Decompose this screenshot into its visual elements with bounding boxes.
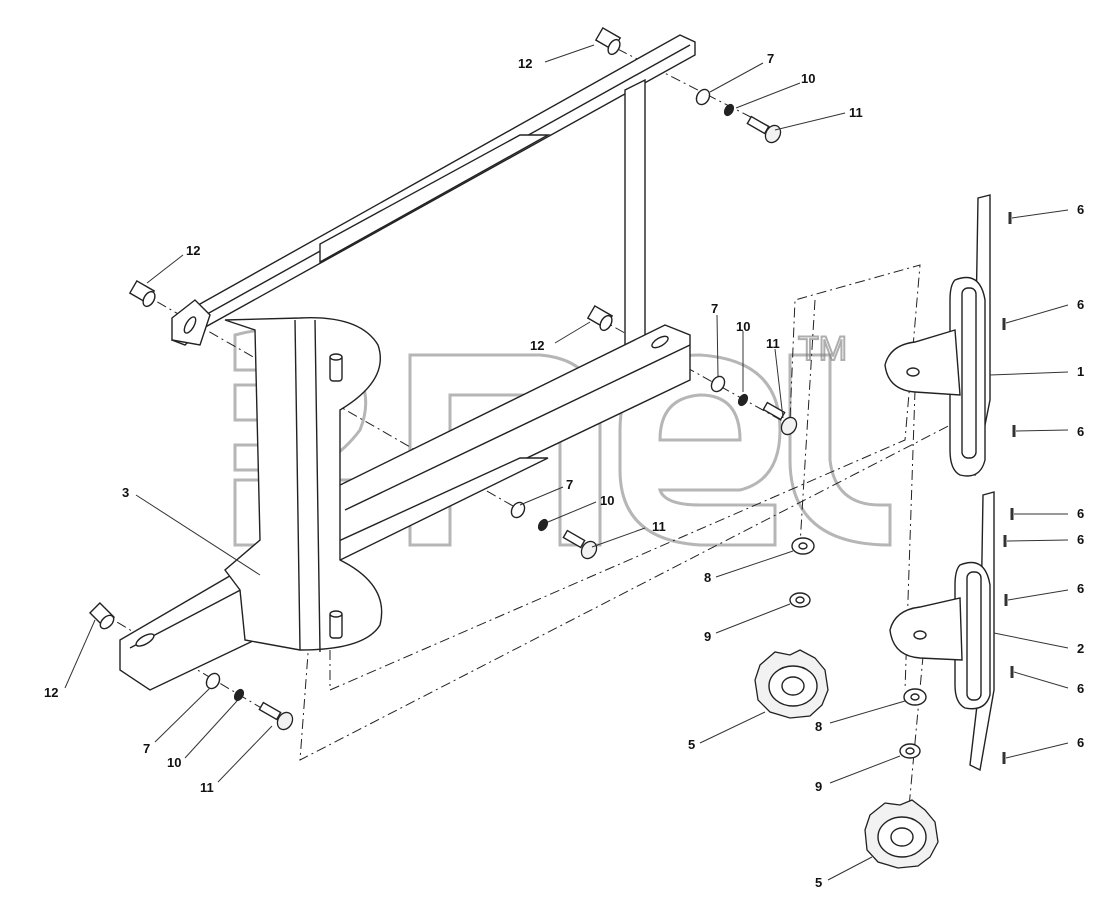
callout-label: 12: [186, 243, 200, 258]
rivet-nut-12-top: [594, 26, 622, 56]
bracket-frame: [119, 34, 696, 691]
callout-label: 12: [530, 338, 544, 353]
callout-label: 6: [1077, 735, 1084, 750]
knob-5-lower: [864, 799, 939, 869]
callout-label: 2: [1077, 641, 1084, 656]
callout-label: 12: [44, 685, 58, 700]
callout-label: 10: [167, 755, 181, 770]
callout-label: 6: [1077, 202, 1084, 217]
leader-lines: [64, 44, 1069, 881]
rivet-nut-12-mid: [586, 304, 614, 332]
callout-label: 9: [815, 779, 822, 794]
hardware: [88, 26, 927, 759]
rivet-nut-12-left: [128, 279, 156, 308]
callout-label: 8: [704, 570, 711, 585]
callout-label: 10: [801, 71, 815, 86]
rivet-nut-12-bottom: [88, 601, 116, 630]
callout-label: 6: [1077, 297, 1084, 312]
bolt-11-b: [762, 401, 798, 436]
hinge-plate-2: [889, 491, 995, 772]
callout-label: 1: [1077, 364, 1084, 379]
callout-label: 6: [1077, 581, 1084, 596]
callout-label: 6: [1077, 506, 1084, 521]
callout-label: 5: [688, 737, 695, 752]
callout-labels: 12 7 10 11 12 12 7 10 11 3 7 10 11 12 7 …: [44, 51, 1084, 890]
callout-label: 6: [1077, 532, 1084, 547]
callout-label: 11: [849, 105, 863, 120]
bolt-11-d: [258, 701, 294, 731]
callout-label: 7: [767, 51, 774, 66]
callout-label: 8: [815, 719, 822, 734]
callout-label: 3: [122, 485, 129, 500]
watermark-tm: TM: [798, 330, 847, 368]
pins-6: [1002, 212, 1016, 764]
knob-5-upper: [754, 649, 829, 719]
callout-label: 7: [566, 477, 573, 492]
callout-label: 9: [704, 629, 711, 644]
callout-label: 6: [1077, 424, 1084, 439]
hinge-plate-1: [884, 194, 991, 477]
callout-label: 11: [652, 519, 666, 534]
callout-label: 7: [143, 741, 150, 756]
bolt-11-a: [746, 115, 782, 144]
callout-label: 7: [711, 301, 718, 316]
callout-label: 11: [200, 780, 214, 795]
callout-label: 6: [1077, 681, 1084, 696]
callout-label: 10: [736, 319, 750, 334]
callout-label: 12: [518, 56, 532, 71]
callout-label: 5: [815, 875, 822, 890]
callout-label: 11: [766, 336, 780, 351]
bolt-11-c: [562, 529, 598, 560]
callout-label: 10: [600, 493, 614, 508]
